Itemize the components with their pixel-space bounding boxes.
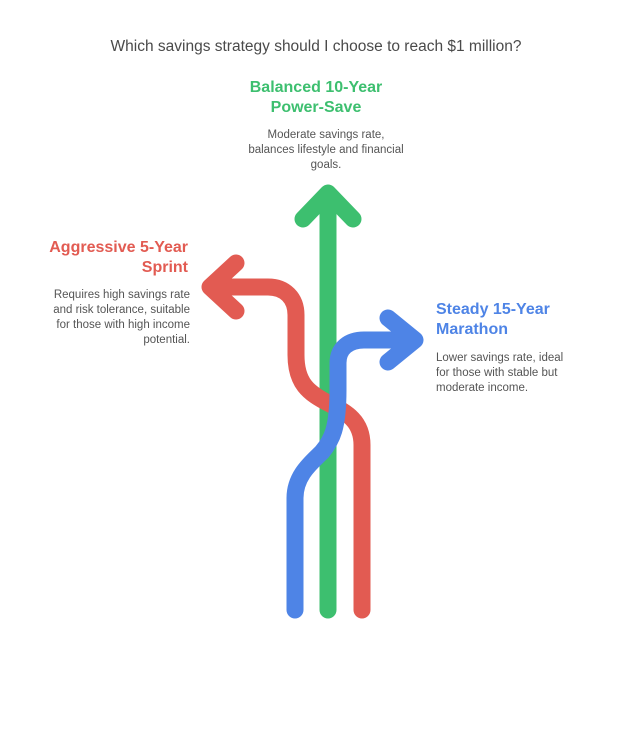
aggressive-desc-line-2: and risk tolerance, suitable xyxy=(53,304,190,316)
aggressive-path xyxy=(209,278,371,619)
steady-title: Steady 15-Year Marathon xyxy=(436,300,606,340)
steady-desc-line-2: for those with stable but xyxy=(436,367,558,379)
aggressive-title-line-2: Sprint xyxy=(141,259,188,276)
steady-title-line-1: Steady 15-Year xyxy=(436,301,550,318)
steady-description: Lower savings rate, ideal for those with… xyxy=(436,351,601,396)
aggressive-desc-line-4: potential. xyxy=(143,334,190,346)
balanced-desc-line-3: goals. xyxy=(310,159,342,171)
steady-title-line-2: Marathon xyxy=(436,321,508,338)
balanced-title: Balanced 10-Year Power-Save xyxy=(236,78,396,118)
question-title: Which savings strategy should I choose t… xyxy=(110,38,522,55)
steady-desc-line-1: Lower savings rate, ideal xyxy=(436,352,564,364)
aggressive-title-line-1: Aggressive 5-Year xyxy=(49,239,188,256)
balanced-description: Moderate savings rate, balances lifestyl… xyxy=(236,128,416,173)
aggressive-arrowhead xyxy=(201,254,245,320)
aggressive-desc-line-3: for those with high income xyxy=(56,319,190,331)
aggressive-title: Aggressive 5-Year Sprint xyxy=(18,238,188,278)
balanced-desc-line-2: balances lifestyle and financial xyxy=(248,144,404,156)
steady-arrowhead xyxy=(379,309,424,371)
balanced-title-line-2: Power-Save xyxy=(270,99,362,116)
aggressive-description: Requires high savings rate and risk tole… xyxy=(18,288,190,348)
steady-path xyxy=(286,331,419,619)
balanced-desc-line-1: Moderate savings rate, xyxy=(267,129,385,141)
balanced-title-line-1: Balanced 10-Year xyxy=(249,79,383,96)
balanced-arrowhead xyxy=(294,184,362,228)
steady-desc-line-3: moderate income. xyxy=(436,382,529,394)
aggressive-desc-line-1: Requires high savings rate xyxy=(53,289,190,301)
